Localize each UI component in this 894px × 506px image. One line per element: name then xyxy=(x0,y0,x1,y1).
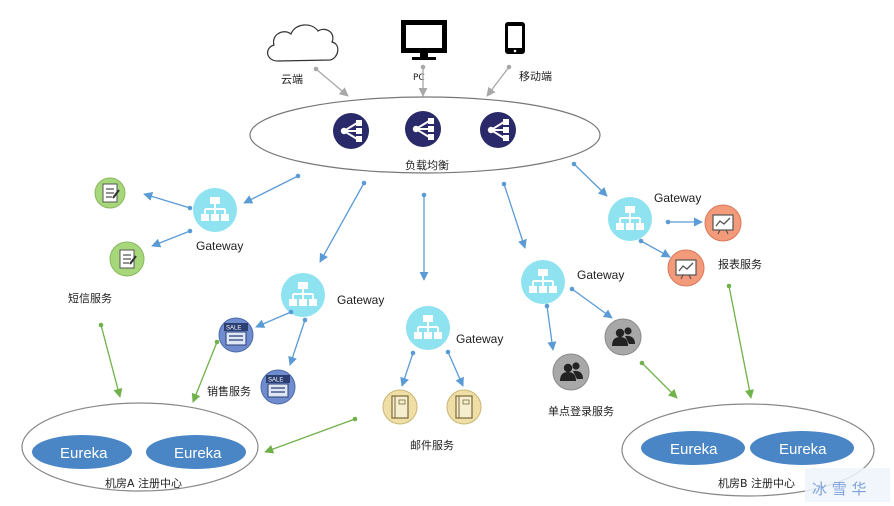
sso-service-node-2 xyxy=(604,318,642,356)
sale-icon: SALE xyxy=(224,323,248,346)
eureka-node-b2: Eureka xyxy=(750,431,854,465)
gw-sales-arrows xyxy=(255,309,308,366)
sales-service-node-2: SALE xyxy=(260,369,296,405)
sales-service-node-1: SALE xyxy=(218,317,254,353)
load-balancer: 负载均衡 xyxy=(249,96,601,174)
sso-service-label: 单点登录服务 xyxy=(548,404,614,418)
sms-service-node-1 xyxy=(94,177,126,209)
report-service-node-2 xyxy=(667,249,705,287)
phone-icon xyxy=(505,22,525,54)
arrow-sso-registry-b xyxy=(641,362,678,399)
eureka-node-a2: Eureka xyxy=(146,435,246,469)
eureka-b1-label: Eureka xyxy=(670,441,718,458)
cloud-label: 云端 xyxy=(281,73,303,86)
lb-gateway-arrows xyxy=(243,161,608,281)
cloud-icon xyxy=(267,24,339,62)
gateway-sms: Gateway xyxy=(193,188,243,253)
document-edit-icon xyxy=(102,183,120,203)
gw-sms-arrows xyxy=(143,192,193,248)
registry-a-label: 机房A 注册中心 xyxy=(105,476,182,490)
book-icon xyxy=(455,395,473,419)
gateway-sms-label: Gateway xyxy=(196,239,243,253)
arrow-lb-gw-report xyxy=(573,163,608,197)
document-edit-icon xyxy=(119,249,137,269)
arrow-sms-registry-a xyxy=(100,324,123,398)
sale-icon: SALE xyxy=(266,375,290,398)
gateway-sales: Gateway xyxy=(281,273,384,317)
pc-label: PC xyxy=(413,73,425,83)
lb-node-2 xyxy=(405,111,441,147)
registry-a: Eureka Eureka 机房A 注册中心 xyxy=(21,402,259,492)
sales-service-label: 销售服务 xyxy=(207,384,251,398)
watermark-text: 冰 雪 华 xyxy=(812,480,867,498)
arrow-report-registry-b xyxy=(728,285,754,399)
gateway-report: Gateway xyxy=(608,191,701,241)
gw-report-arrows xyxy=(638,217,703,258)
eureka-node-a1: Eureka xyxy=(32,435,132,469)
lb-node-1 xyxy=(333,113,369,149)
gw-sso-arrows xyxy=(544,286,613,351)
mobile-client: 移动端 xyxy=(505,22,552,83)
gateway-sso-label: Gateway xyxy=(577,268,624,282)
mail-service-label: 邮件服务 xyxy=(410,439,454,452)
sms-service-node-2 xyxy=(109,241,145,277)
arrow-lb-gw-sms xyxy=(243,175,299,204)
mail-service-node-2 xyxy=(446,389,482,425)
gateway-mail: Gateway xyxy=(406,306,503,350)
gateway-mail-label: Gateway xyxy=(456,332,503,346)
lb-node-3 xyxy=(480,112,516,148)
arrow-sales-registry-a xyxy=(191,341,218,403)
gateway-sales-label: Gateway xyxy=(337,293,384,307)
arrow-mobile-lb xyxy=(486,66,510,97)
gateway-report-label: Gateway xyxy=(654,191,701,205)
client-arrows xyxy=(313,64,512,97)
registry-b-label: 机房B 注册中心 xyxy=(718,476,795,490)
registration-arrows xyxy=(98,283,754,454)
sms-service-label: 短信服务 xyxy=(68,291,112,305)
gateway-sso: Gateway xyxy=(521,260,624,304)
report-service-node-1 xyxy=(704,204,742,242)
load-balancer-label: 负载均衡 xyxy=(405,158,449,172)
monitor-icon xyxy=(401,20,447,60)
mail-service-node-1 xyxy=(382,389,418,425)
cloud-client: 云端 xyxy=(267,24,339,86)
eureka-b2-label: Eureka xyxy=(779,441,827,458)
arrow-cloud-lb xyxy=(315,68,349,97)
watermark: 冰 雪 华 xyxy=(805,468,890,502)
book-icon xyxy=(391,395,409,419)
sale-badge-text: SALE xyxy=(226,326,241,332)
eureka-a1-label: Eureka xyxy=(60,445,108,462)
report-service-label: 报表服务 xyxy=(718,257,762,271)
eureka-a2-label: Eureka xyxy=(174,445,222,462)
arrow-lb-gw-sales xyxy=(319,182,365,263)
gw-mail-arrows xyxy=(400,349,464,387)
arrow-lb-gw-sso xyxy=(503,183,527,249)
sso-service-node-1 xyxy=(552,353,590,391)
eureka-node-b1: Eureka xyxy=(641,431,745,465)
mobile-label: 移动端 xyxy=(519,70,552,83)
arrow-mail-registry-a xyxy=(264,418,356,454)
sale-badge-text: SALE xyxy=(268,378,283,384)
pc-client: PC xyxy=(401,20,447,83)
